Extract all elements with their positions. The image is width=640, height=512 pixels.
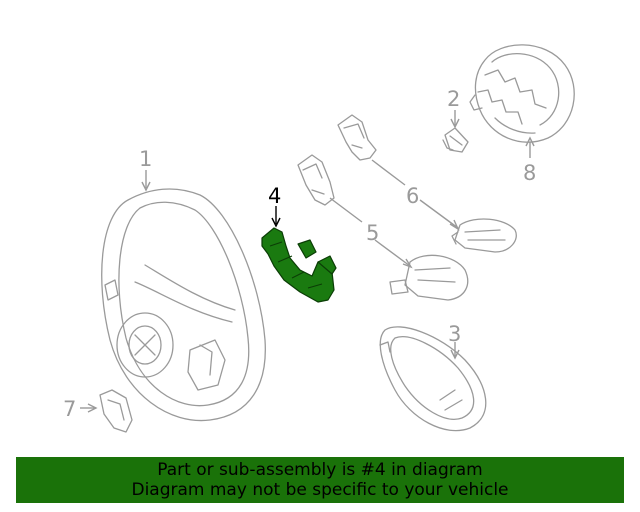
- callout-8: 8: [523, 161, 536, 185]
- callout-4: 4: [268, 184, 281, 208]
- callout-7: 7: [63, 397, 76, 421]
- callout-3: 3: [448, 322, 461, 346]
- switch-lower-part[interactable]: [297, 154, 335, 206]
- cover-part[interactable]: [379, 326, 487, 432]
- steering-wheel-part[interactable]: [101, 188, 266, 422]
- airbag-module-part[interactable]: [469, 44, 575, 143]
- leader-line-5b: [374, 239, 411, 267]
- leader-line-5a: [329, 197, 363, 223]
- trim-piece-part[interactable]: [99, 389, 133, 433]
- screw-part[interactable]: [442, 127, 469, 153]
- callout-6: 6: [406, 184, 419, 208]
- highlighted-bracket-part[interactable]: [261, 227, 337, 303]
- callout-1: 1: [139, 147, 152, 171]
- banner-line-2: Diagram may not be specific to your vehi…: [131, 480, 509, 500]
- switch-upper-part[interactable]: [337, 114, 377, 161]
- switch-panel-left-part[interactable]: [389, 254, 469, 301]
- banner-line-1: Part or sub-assembly is #4 in diagram: [157, 460, 483, 480]
- switch-panel-right-part[interactable]: [451, 218, 517, 253]
- callout-2: 2: [447, 87, 460, 111]
- info-banner: Part or sub-assembly is #4 in diagram Di…: [16, 457, 624, 503]
- leader-line-6a: [371, 159, 406, 186]
- leader-line-6b: [419, 199, 459, 229]
- callout-5: 5: [366, 221, 379, 245]
